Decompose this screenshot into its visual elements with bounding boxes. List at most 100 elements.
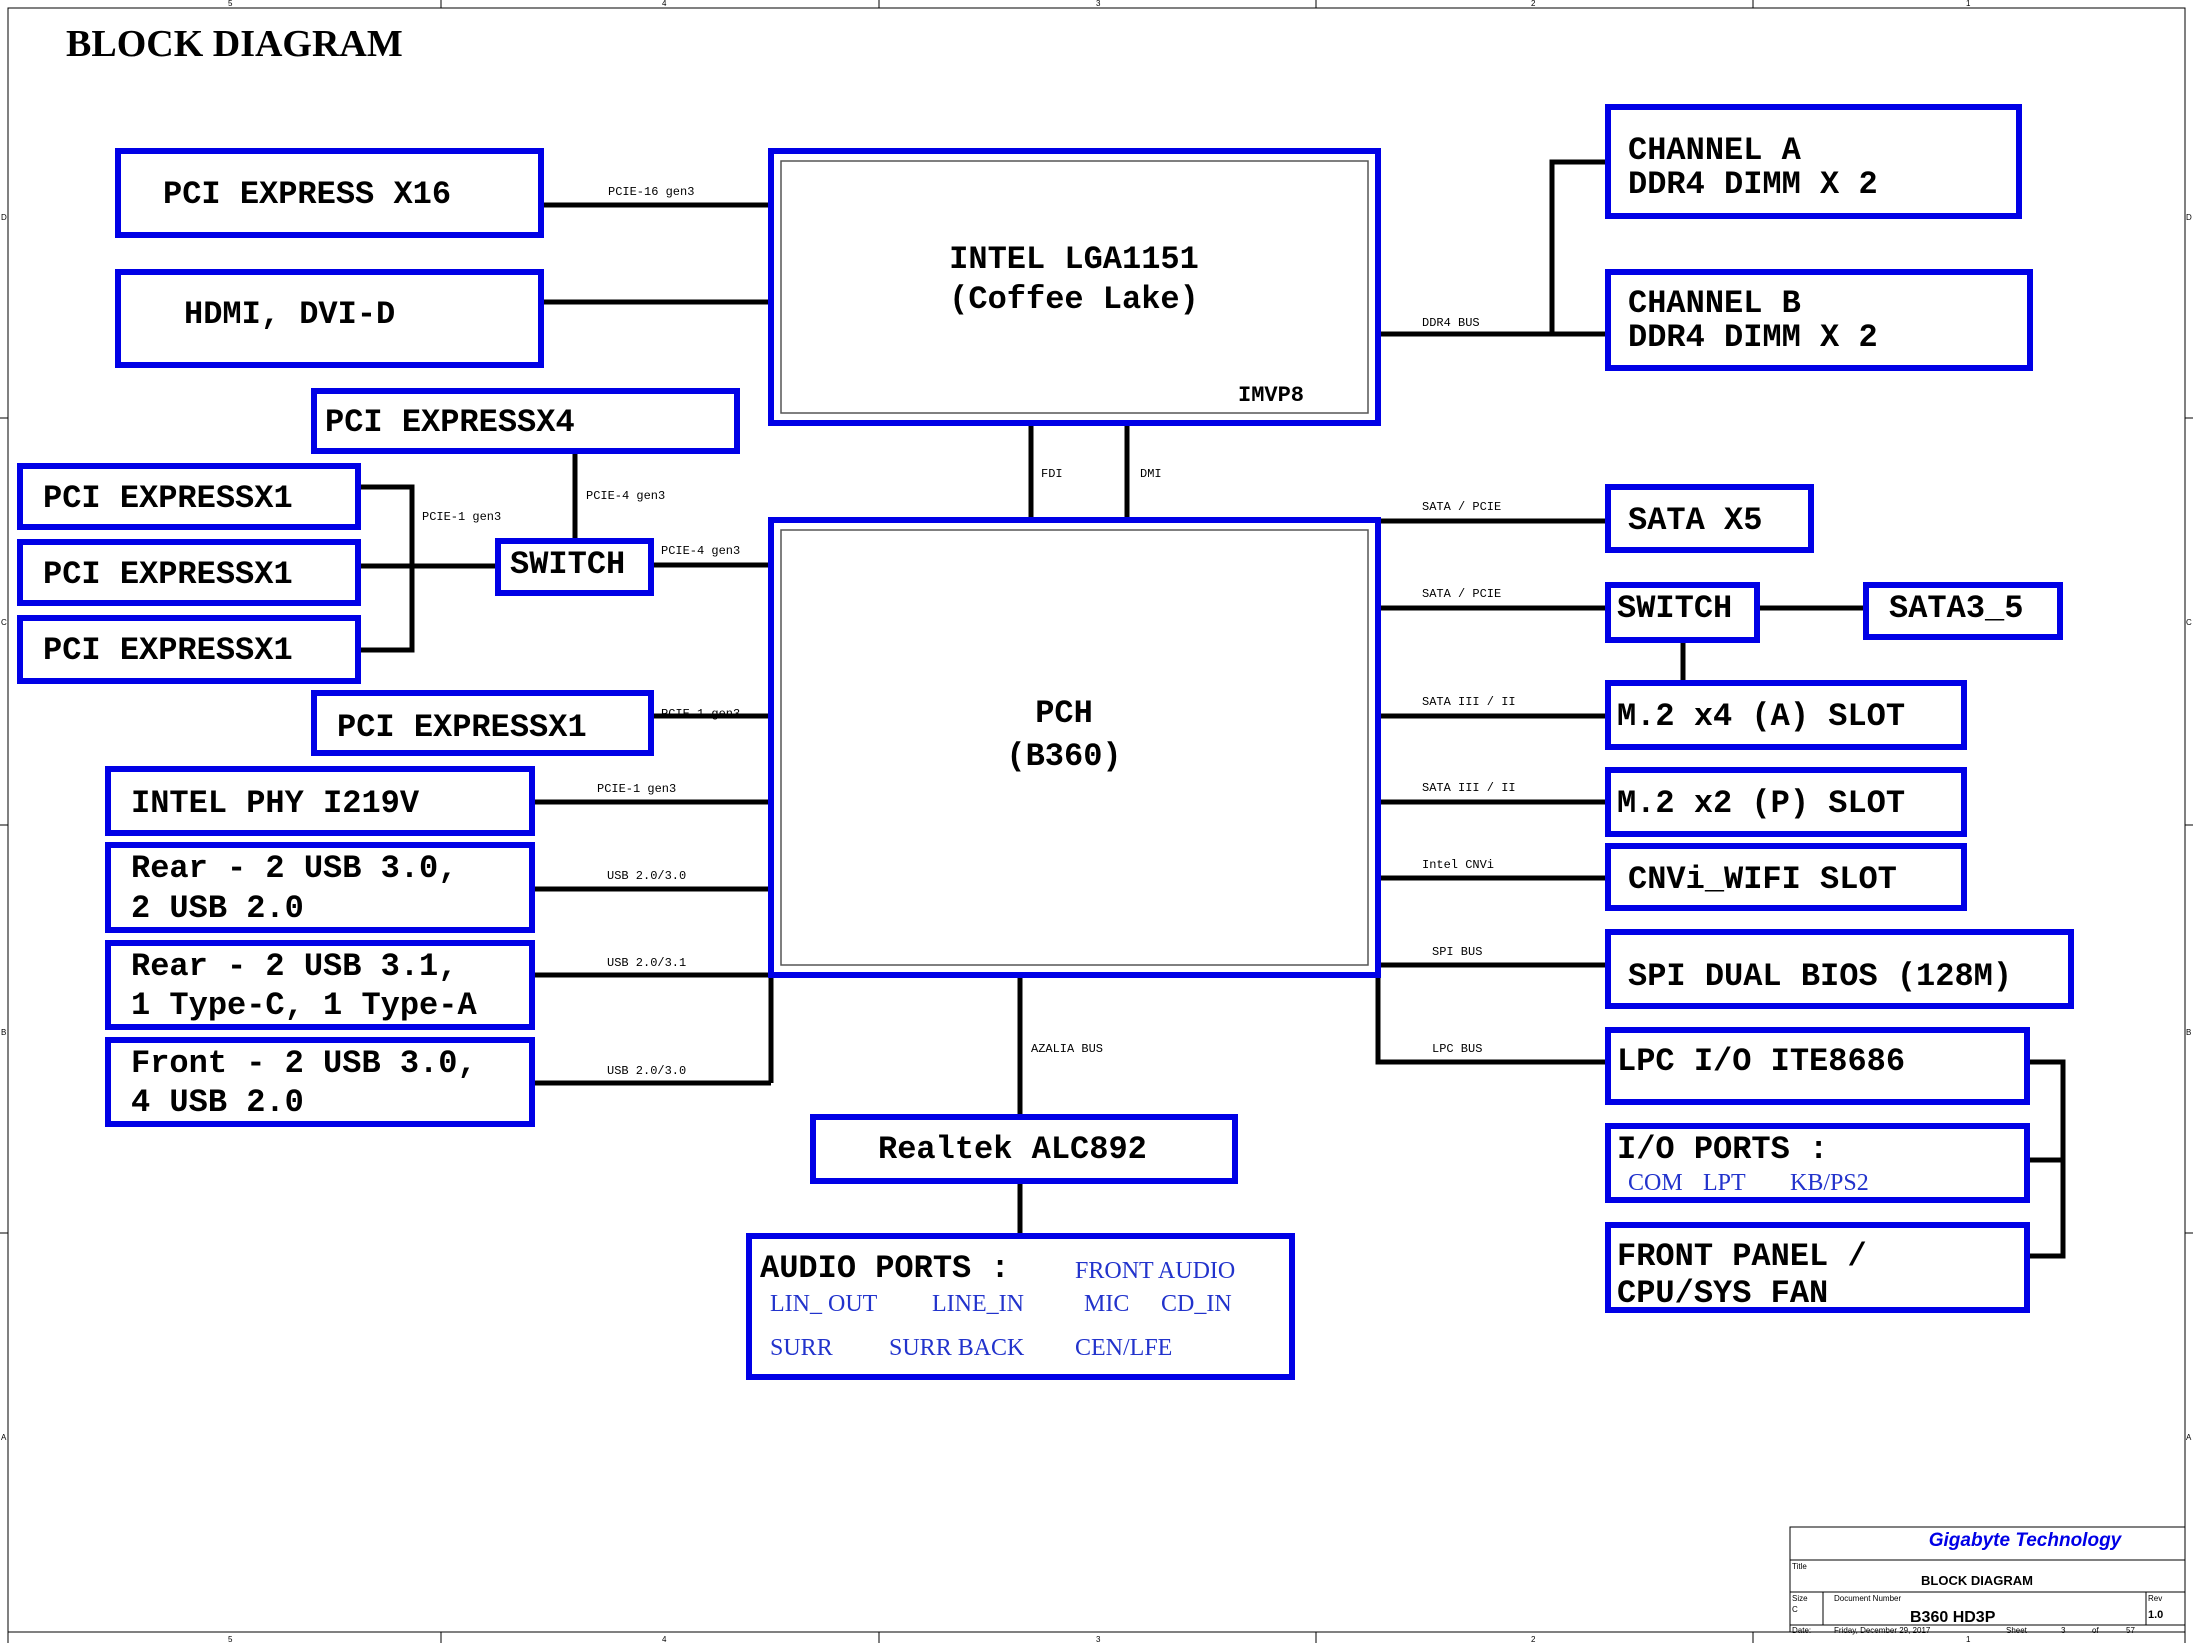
label-pcie4-pch: PCIE-4 gen3 xyxy=(661,544,740,558)
channel-b-line2: DDR4 DIMM X 2 xyxy=(1628,319,1878,356)
label-pcie1-phy: PCIE-1 gen3 xyxy=(597,782,676,796)
intel-phy-block xyxy=(105,766,535,836)
audio-ports-block xyxy=(746,1233,1295,1380)
pch-name: PCH xyxy=(1035,695,1093,732)
channel-b-block xyxy=(1605,269,2033,371)
front-panel-line2: CPU/SYS FAN xyxy=(1617,1275,1828,1312)
sheet-value: 3 xyxy=(2061,1626,2066,1635)
company-name: Gigabyte Technology xyxy=(1929,1530,2123,1551)
date-label: Date: xyxy=(1792,1626,1811,1635)
pcie-x1-c-block xyxy=(17,615,361,684)
pcie-x1-a-block xyxy=(17,463,361,530)
left-row-C: C xyxy=(1,618,7,627)
pcie-x1-d-block xyxy=(311,690,654,756)
size-field-label: Size xyxy=(1792,1594,1808,1603)
pcie-x16-label: PCI EXPRESS X16 xyxy=(163,176,451,213)
cpu-name: INTEL LGA1151 xyxy=(949,241,1199,278)
label-sata-iii-1: SATA III / II xyxy=(1422,695,1516,709)
io-ports-block xyxy=(1605,1123,2030,1203)
spi-bios-label: SPI DUAL BIOS (128M) xyxy=(1628,958,2012,995)
audio-surr: SURR xyxy=(770,1335,833,1361)
io-lpt: LPT xyxy=(1703,1170,1746,1196)
switch-left-block xyxy=(495,538,654,596)
label-pcie16: PCIE-16 gen3 xyxy=(608,185,694,199)
io-ports-title: I/O PORTS : xyxy=(1617,1131,1828,1168)
sheet-label: Sheet xyxy=(2006,1626,2028,1635)
title-block-text: Gigabyte Technology Title BLOCK DIAGRAM … xyxy=(1792,1530,2163,1635)
rear-usb30-block xyxy=(105,842,535,933)
pcie-x4-block xyxy=(311,388,740,454)
hdmi-label: HDMI, DVI-D xyxy=(184,296,395,333)
intel-phy-label: INTEL PHY I219V xyxy=(131,785,420,822)
of-label: of xyxy=(2092,1626,2099,1635)
sub-labels: COM LPT KB/PS2 FRONT AUDIO LIN_ OUT LINE… xyxy=(770,1170,1869,1361)
audio-ports-title: AUDIO PORTS : xyxy=(760,1250,1010,1287)
cnvi-block xyxy=(1605,843,1967,911)
label-pcie4-top: PCIE-4 gen3 xyxy=(586,489,665,503)
bottom-col-2: 2 xyxy=(1531,1635,1536,1643)
title-field-value: BLOCK DIAGRAM xyxy=(1921,1573,2033,1588)
bottom-col-1: 1 xyxy=(1966,1635,1971,1643)
label-ddr4-bus: DDR4 BUS xyxy=(1422,316,1480,330)
pcie-x16-block xyxy=(115,148,544,238)
bottom-col-3: 3 xyxy=(1096,1635,1101,1643)
bus-wires xyxy=(358,159,2066,1259)
sata3-5-block xyxy=(1863,582,2063,640)
label-intel-cnvi: Intel CNVi xyxy=(1422,858,1494,872)
audio-cd-in: CD_IN xyxy=(1161,1291,1232,1317)
audio-lin-out: LIN_ OUT xyxy=(770,1291,878,1317)
io-com: COM xyxy=(1628,1170,1683,1196)
doc-number-label: Document Number xyxy=(1834,1594,1901,1603)
switch-right-block xyxy=(1605,582,1760,643)
audio-line-in: LINE_IN xyxy=(932,1291,1024,1317)
spi-bios-block xyxy=(1605,929,2074,1009)
label-usb-rear30: USB 2.0/3.0 xyxy=(607,869,686,883)
pcie-x1-b-block xyxy=(17,539,361,606)
label-lpc-bus: LPC BUS xyxy=(1432,1042,1482,1056)
audio-cen-lfe: CEN/LFE xyxy=(1075,1335,1172,1361)
cpu-imvp8: IMVP8 xyxy=(1238,383,1304,408)
label-usb-rear31: USB 2.0/3.1 xyxy=(607,956,686,970)
title-field-label: Title xyxy=(1792,1562,1807,1571)
realtek-block xyxy=(810,1114,1238,1184)
label-fdi: FDI xyxy=(1041,467,1063,481)
realtek-label: Realtek ALC892 xyxy=(878,1131,1147,1168)
pcie-x1-a-label: PCI EXPRESSX1 xyxy=(43,480,293,517)
block-texts: INTEL LGA1151 (Coffee Lake) IMVP8 PCH (B… xyxy=(43,132,2023,1312)
cpu-block xyxy=(768,148,1381,426)
audio-surr-back: SURR BACK xyxy=(889,1335,1025,1361)
m2-a-block xyxy=(1605,680,1967,750)
channel-a-line2: DDR4 DIMM X 2 xyxy=(1628,166,1878,203)
page-title: BLOCK DIAGRAM xyxy=(66,23,403,65)
front-usb-block xyxy=(105,1037,535,1127)
bus-labels: PCIE-16 gen3 DDR4 BUS FDI DMI PCIE-4 gen… xyxy=(422,185,1516,1078)
rear-usb31-line2: 1 Type-C, 1 Type-A xyxy=(131,987,477,1024)
top-col-3: 3 xyxy=(1096,0,1101,8)
title-block xyxy=(1789,1526,2186,1633)
pcie-x1-b-label: PCI EXPRESSX1 xyxy=(43,556,293,593)
switch-right-label: SWITCH xyxy=(1617,590,1732,627)
hdmi-block xyxy=(115,269,544,368)
label-sata-pcie-1: SATA / PCIE xyxy=(1422,500,1501,514)
bottom-col-5: 5 xyxy=(228,1635,233,1643)
rear-usb31-line1: Rear - 2 USB 3.1, xyxy=(131,948,457,985)
switch-left-label: SWITCH xyxy=(510,546,625,583)
channel-a-block xyxy=(1605,104,2022,219)
size-field-value: C xyxy=(1792,1605,1798,1614)
doc-number-value: B360 HD3P xyxy=(1910,1609,1996,1626)
channel-a-line1: CHANNEL A xyxy=(1628,132,1802,169)
left-row-A: A xyxy=(1,1433,7,1442)
right-row-A: A xyxy=(2186,1433,2192,1442)
inner-frames xyxy=(780,160,1369,966)
m2-p-block xyxy=(1605,767,1967,837)
top-col-2: 2 xyxy=(1531,0,1536,8)
front-panel-block xyxy=(1605,1222,2030,1313)
m2-p-label: M.2 x2 (P) SLOT xyxy=(1617,785,1905,822)
io-kbps2: KB/PS2 xyxy=(1790,1170,1869,1196)
label-azalia-bus: AZALIA BUS xyxy=(1031,1042,1103,1056)
audio-mic: MIC xyxy=(1084,1291,1129,1317)
channel-b-line1: CHANNEL B xyxy=(1628,285,1801,322)
rear-usb31-block xyxy=(105,940,535,1030)
sata-x5-block xyxy=(1605,484,1814,553)
